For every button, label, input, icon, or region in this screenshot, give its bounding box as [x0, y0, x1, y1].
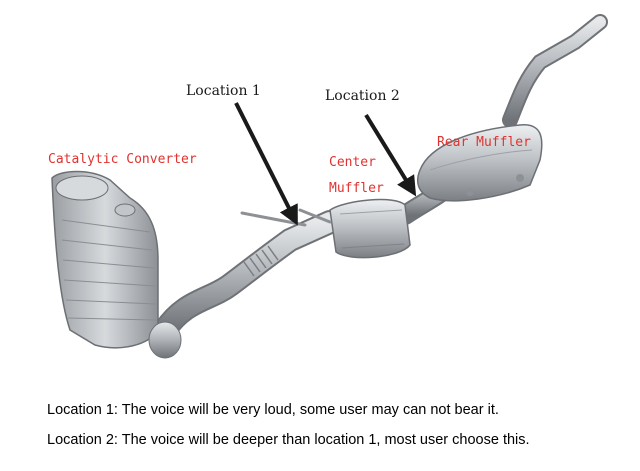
rear-muffler-label: Rear Muffler [437, 135, 531, 150]
location-1-label: Location 1 [186, 83, 261, 99]
location-2-arrow [364, 113, 417, 197]
caption-location-1: Location 1: The voice will be very loud,… [47, 402, 499, 418]
center-muffler-label-line2: Muffler [329, 181, 384, 196]
catalytic-converter-label: Catalytic Converter [48, 152, 197, 167]
center-muffler-part [329, 198, 411, 259]
rear-muffler-part [417, 124, 543, 202]
location-2-label: Location 2 [325, 88, 400, 104]
catalytic-converter-part [51, 170, 182, 359]
center-muffler-label-line1: Center [329, 155, 376, 170]
caption-location-2: Location 2: The voice will be deeper tha… [47, 432, 530, 448]
exhaust-pipe [153, 14, 608, 342]
location-1-arrow [234, 102, 298, 226]
